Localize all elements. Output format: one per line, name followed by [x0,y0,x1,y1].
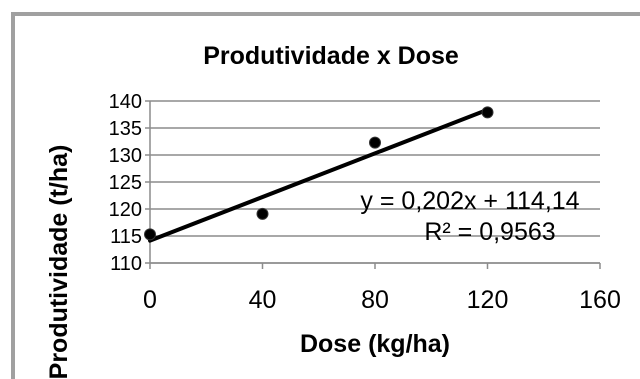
y-tick-labels: 110 115 120 125 130 135 140 [109,91,142,275]
trendline [148,107,490,243]
x-tick-labels: 0 40 80 120 160 [143,286,621,314]
x-axis-label: Dose (kg/ha) [300,330,450,358]
y-tick-label-130: 130 [109,145,142,167]
x-tick-label-40: 40 [249,286,277,314]
y-axis-label: Produtividade (t/ha) [45,145,73,379]
r-squared-label: R² = 0,9563 [424,218,555,246]
y-tick-label-140: 140 [109,91,142,113]
y-tick-label-120: 120 [109,199,142,221]
data-point-1 [256,207,269,220]
x-tick-label-80: 80 [361,286,389,314]
y-tick-label-115: 115 [110,226,142,248]
chart-title: Produtividade x Dose [203,42,459,70]
x-tick-label-160: 160 [579,286,621,314]
x-tick-label-120: 120 [467,286,509,314]
data-point-0 [144,228,156,241]
y-tick-label-135: 135 [109,118,142,140]
data-point-3 [481,106,494,119]
x-tick-label-0: 0 [143,286,157,314]
y-tick-label-125: 125 [109,172,142,194]
y-tick-label-110: 110 [110,253,142,275]
trendline-equation: y = 0,202x + 114,14 [360,187,579,215]
data-point-2 [369,136,381,149]
trendline-layer [148,107,490,243]
chart-border [11,12,640,379]
data-points [144,106,494,241]
